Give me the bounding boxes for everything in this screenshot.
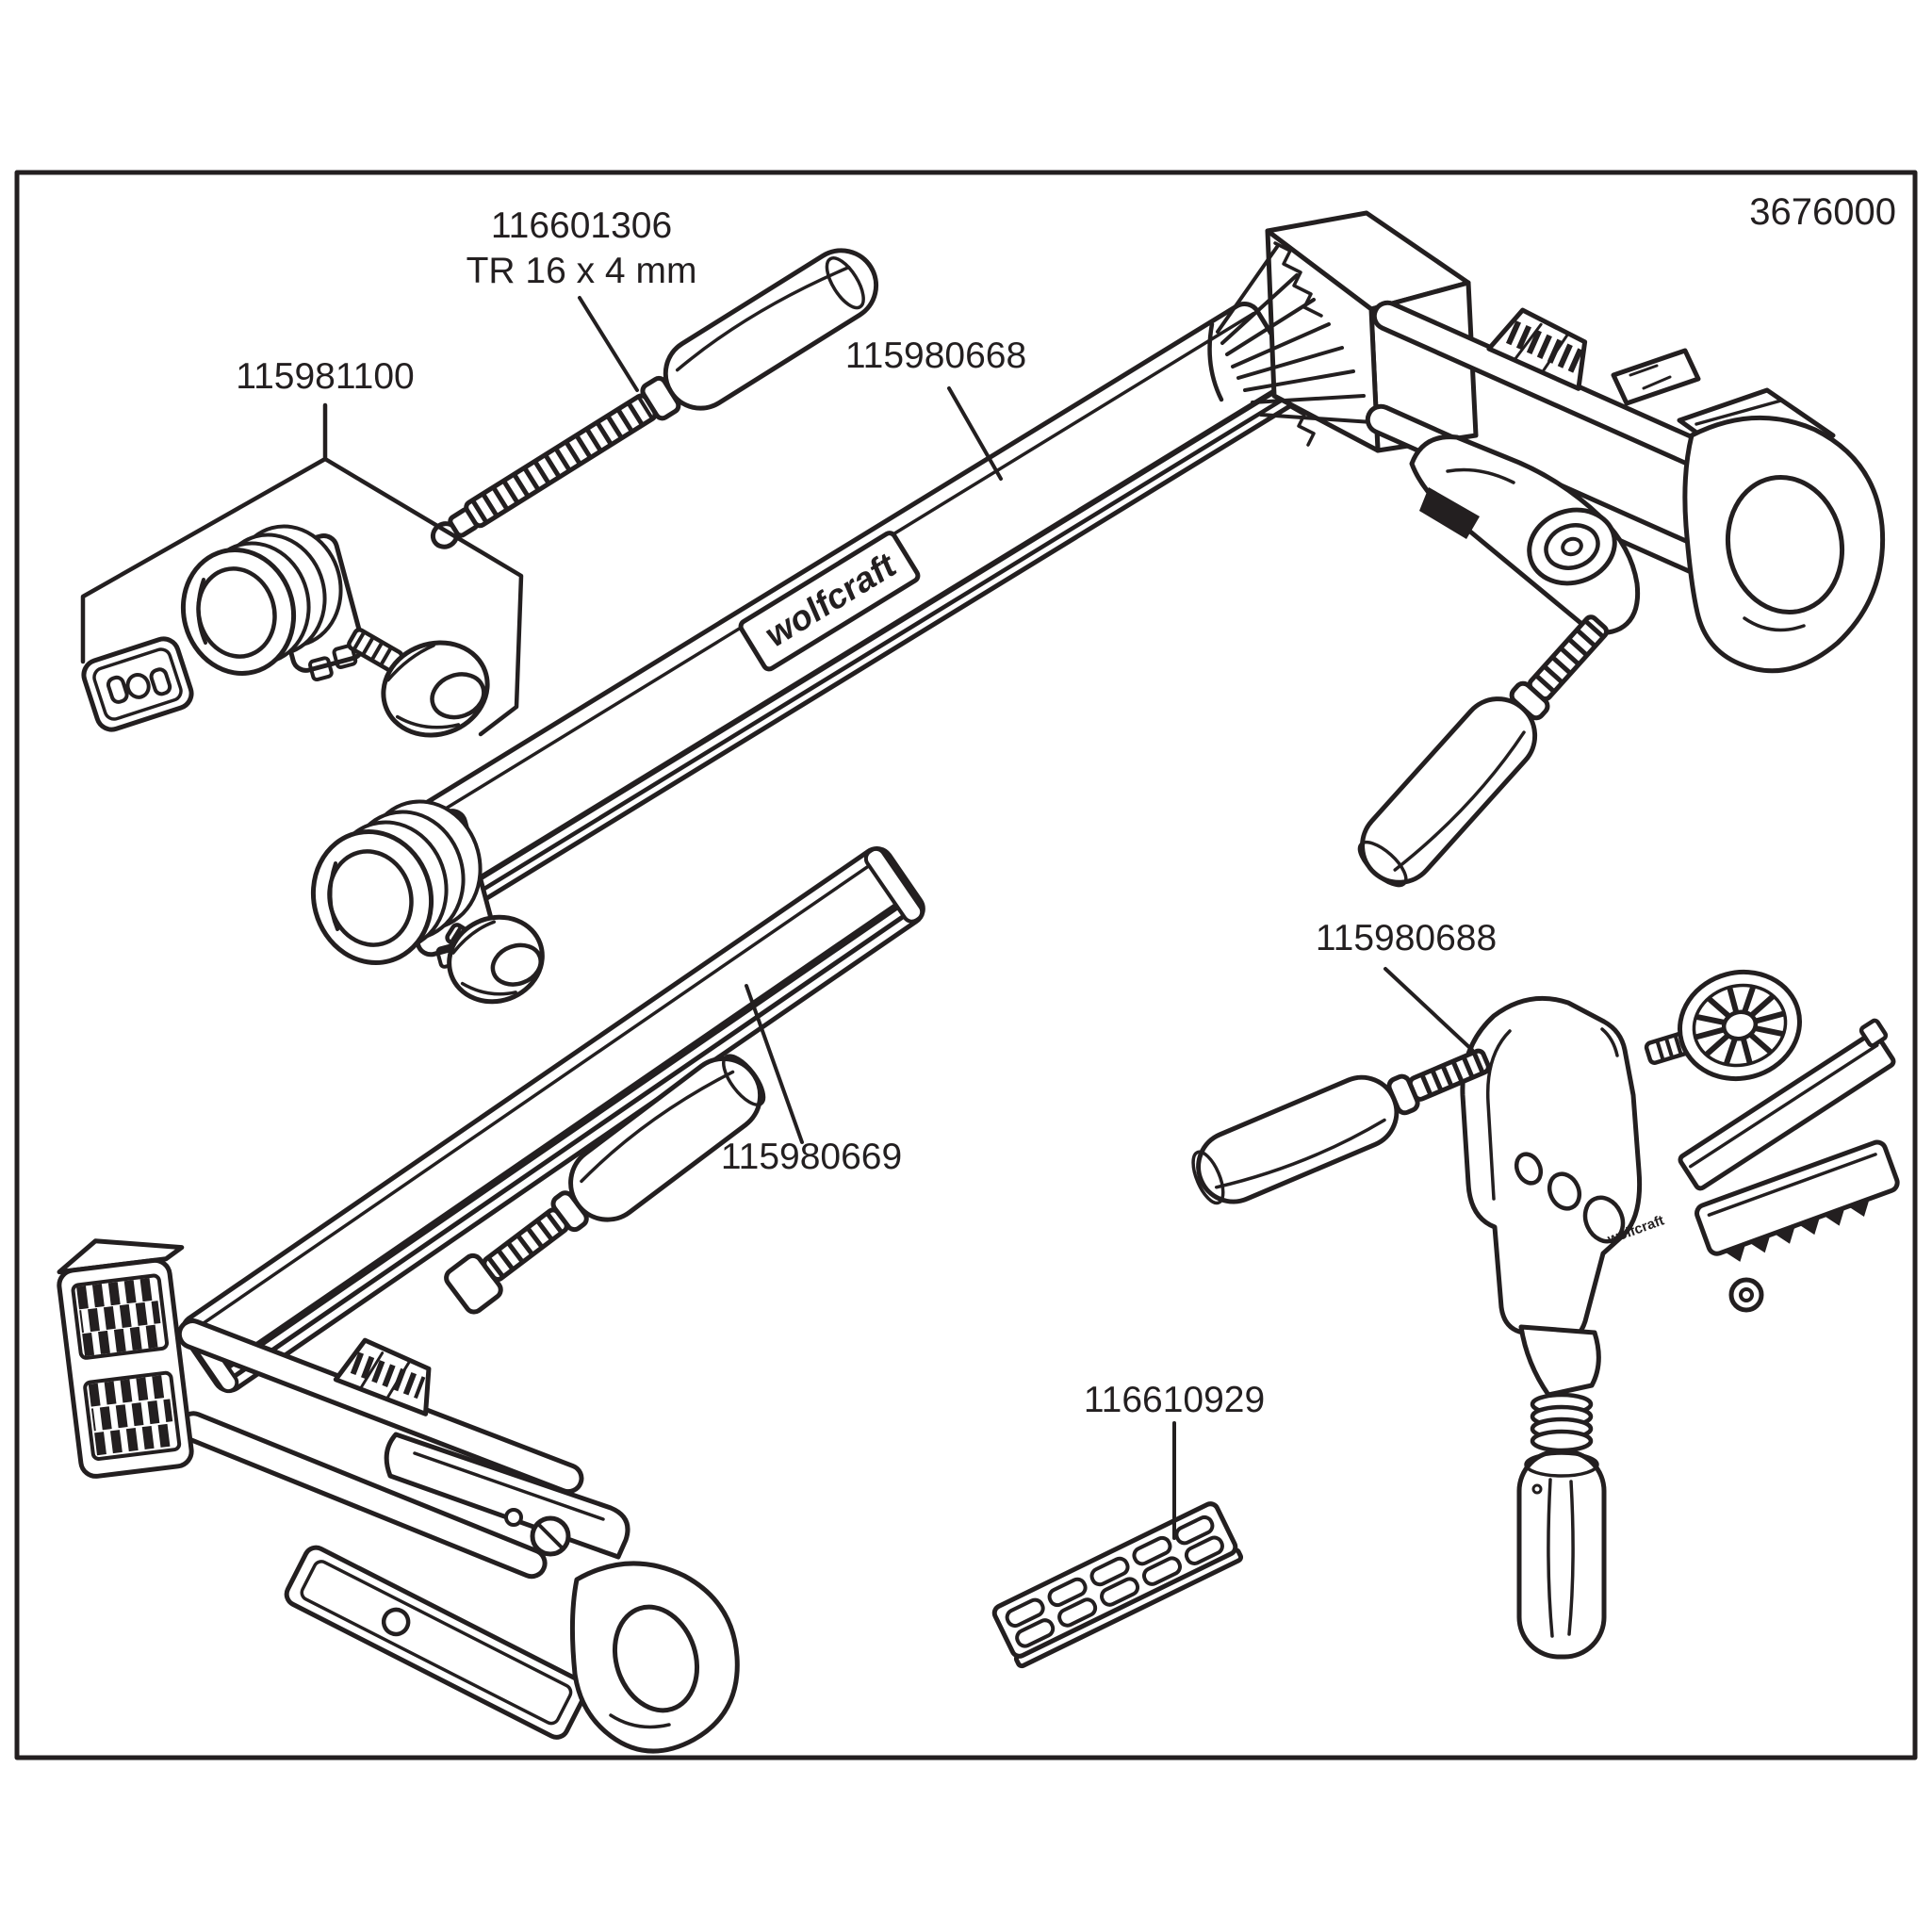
upper-clamp-ratchet-wedge [1486, 307, 1588, 391]
label-bar: 115980669 [721, 1137, 902, 1177]
clamp-head-side-spindle-handle [1191, 1048, 1491, 1205]
leader-lines [578, 296, 1474, 1540]
upper-clamp-bracket [1611, 348, 1701, 406]
upper-clamp-sliding-arm [1409, 434, 1641, 635]
clamp-head-neck [1518, 1324, 1601, 1398]
lower-clamp-jaw-block [57, 1238, 194, 1479]
lower-clamp-end-hook [569, 1561, 740, 1754]
upper-clamp-end-hook [1677, 387, 1886, 674]
drawing-number: 3676000 [1749, 191, 1896, 233]
label-endcap-set: 115981100 [236, 356, 414, 397]
callout-bracket-left [80, 402, 328, 664]
upper-clamp-jaw-block [1207, 210, 1479, 453]
clamp-head-body [1460, 995, 1643, 1344]
leader-bar [745, 984, 804, 1144]
star-knob [1678, 969, 1802, 1082]
label-spindle-number: 116601306 [491, 205, 672, 246]
leader-clamp-upper [947, 386, 1003, 481]
upper-clamp-bar: wolfcraft [356, 301, 1306, 941]
upper-clamp-drawing: wolfcraft [356, 210, 1886, 941]
label-clamp-upper: 115980668 [845, 336, 1026, 376]
spindle-part-drawing [430, 248, 879, 549]
upper-clamp-spindle-handle [1357, 614, 1610, 888]
clamp-head-rail [1678, 1018, 1896, 1191]
lower-clamp-drawing [57, 1054, 766, 1754]
pad-grate-drawing [991, 1501, 1244, 1669]
wolfcraft-logo-box [738, 531, 921, 672]
label-pad: 116610929 [1084, 1380, 1265, 1420]
endcap-knob-assembled [447, 914, 545, 1005]
thumb-screw-knob [381, 640, 490, 738]
clamp-head-drawing: wolfcraft [1191, 969, 1900, 1660]
drawing-border [14, 170, 1918, 1760]
clamp-head-latch [1695, 1139, 1900, 1262]
lower-clamp-arm-plate [284, 1545, 589, 1740]
jaw-block-rib-fan [1216, 245, 1374, 424]
lower-clamp-latch [384, 1432, 630, 1560]
lower-clamp-spindle-handle [444, 1054, 766, 1315]
clamp-head-bottom-handle [1516, 1449, 1607, 1660]
lower-clamp-ratchet-wedge [333, 1337, 432, 1416]
label-clamp-head: 115980688 [1316, 918, 1497, 958]
label-spindle-size: TR 16 x 4 mm [467, 251, 697, 291]
endcap-pad [81, 636, 194, 732]
endcap-assembled [310, 799, 545, 1005]
endcap-set-drawing [80, 402, 524, 738]
leader-clamp-head [1384, 967, 1474, 1052]
callout-bracket-right [322, 456, 524, 737]
spare-bar-drawing [180, 846, 925, 1394]
leader-spindle [578, 296, 639, 392]
